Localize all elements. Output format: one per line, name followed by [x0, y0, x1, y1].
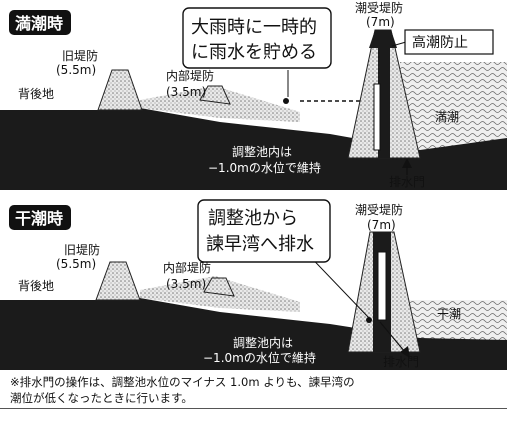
low-tide-badge-label: 干潮時 — [15, 209, 63, 228]
inner-dike — [199, 85, 231, 105]
ground — [0, 108, 507, 190]
footnote: ※排水門の操作は、調整池水位のマイナス 1.0m よりも、諫早湾の 潮位が低くな… — [10, 374, 500, 406]
pond-text-line-2: −1.0mの水位で維持 — [208, 160, 321, 175]
purpose-label: 高潮防止 — [412, 34, 468, 51]
bottom-rule — [0, 408, 507, 409]
purpose-box — [404, 29, 494, 55]
drain-gate-arrow — [402, 158, 412, 168]
callout-dot — [366, 317, 372, 323]
old-dike-label: 旧堤防 — [64, 242, 100, 257]
inner-dike-height: (3.5m) — [166, 277, 206, 291]
inner-dike-label: 内部堤防 — [163, 260, 211, 275]
gate-label: 排水門 — [383, 355, 419, 369]
tide-label: 干潮 — [437, 306, 461, 321]
water-level-dot — [283, 98, 289, 104]
drain-flow-arrow — [400, 346, 410, 358]
pond-text-line-1: 調整池内は — [233, 335, 293, 350]
sea-wall-cap — [369, 30, 397, 48]
footnote-line-2: 潮位が低くなったときに行います。 — [10, 391, 193, 405]
high-tide-badge-label: 満潮時 — [15, 14, 63, 33]
tide-label: 満潮 — [435, 109, 459, 124]
panel-low-tide: 干潮時 調整池から 諫早湾へ排水 旧堤防 (5.5m) 内部堤防 (3.5m) … — [0, 199, 507, 370]
inner-dike-label: 内部堤防 — [166, 68, 214, 83]
callout-box — [182, 7, 332, 69]
callout-line-2: に雨水を貯める — [191, 42, 317, 63]
callout-line-2: 諫早湾へ排水 — [206, 234, 314, 255]
panel-high-tide: 満潮時 大雨時に一時的 に雨水を貯める 旧堤防 (5.5m) 内部堤防 (3.5… — [0, 0, 507, 190]
drain-flow-line — [379, 321, 406, 353]
low-tide-badge — [9, 205, 71, 230]
inner-dike-slope — [140, 86, 300, 122]
old-dike — [95, 261, 141, 301]
old-dike — [97, 69, 143, 111]
seawall-height: (7m) — [366, 15, 395, 29]
drain-gate — [373, 83, 381, 151]
inner-dike-height: (3.5m) — [166, 85, 206, 99]
gate-label: 排水門 — [389, 175, 425, 189]
high-tide-badge — [9, 10, 71, 35]
seawall-label: 潮受堤防 — [355, 0, 403, 15]
inner-dike — [203, 277, 235, 297]
drain-gate — [377, 251, 387, 321]
old-dike-height: (5.5m) — [56, 257, 96, 271]
old-dike-height: (5.5m) — [56, 63, 96, 77]
purpose-arrow — [391, 41, 407, 47]
pond-text-line-1: 調整池内は — [232, 144, 292, 159]
seawall-label: 潮受堤防 — [355, 202, 403, 217]
callout-box — [197, 199, 331, 263]
hinterland-label: 背後地 — [18, 279, 54, 293]
callout-line-1: 大雨時に一時的 — [191, 17, 317, 38]
callout-line-1: 調整池から — [208, 208, 298, 229]
sea-wall-core — [378, 30, 390, 158]
seawall-height: (7m) — [367, 218, 396, 232]
pond-text-line-2: −1.0mの水位で維持 — [203, 350, 316, 365]
old-dike-label: 旧堤防 — [62, 48, 98, 63]
hinterland-label: 背後地 — [18, 87, 54, 101]
footnote-line-1: ※排水門の操作は、調整池水位のマイナス 1.0m よりも、諫早湾の — [10, 375, 355, 389]
